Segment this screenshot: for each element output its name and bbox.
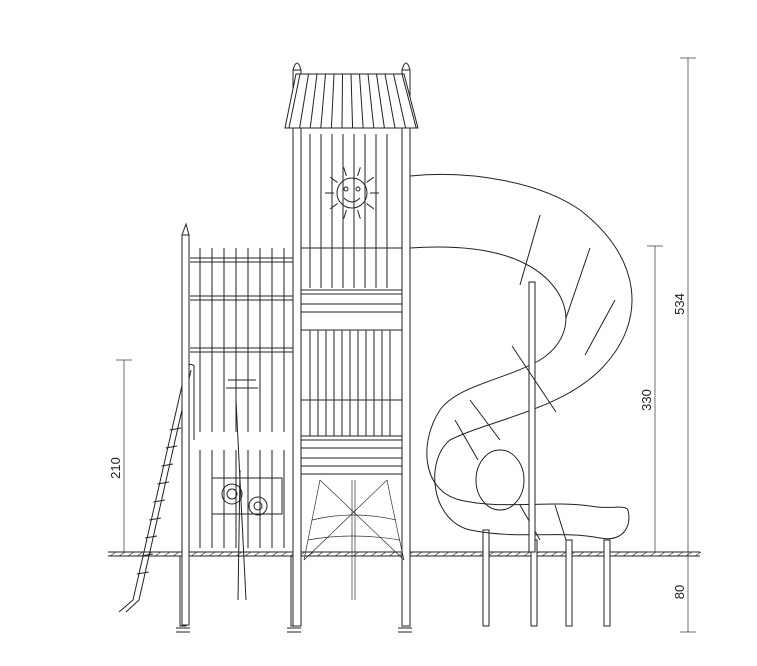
tower-roof <box>284 73 419 129</box>
upper-tower-panel <box>300 134 403 305</box>
dimension-label-210: 210 <box>108 457 123 479</box>
spiral-tube-slide <box>409 174 633 553</box>
middle-tower-section <box>300 311 403 475</box>
dimension-label-330: 330 <box>639 389 654 411</box>
foundations <box>176 529 611 633</box>
dimension-lines <box>116 57 696 633</box>
side-panel-structure <box>181 62 411 627</box>
dimension-label-80: 80 <box>672 585 687 599</box>
sun-face-icon <box>325 167 379 219</box>
dimension-label-534: 534 <box>672 293 687 315</box>
rope-net <box>303 479 405 600</box>
